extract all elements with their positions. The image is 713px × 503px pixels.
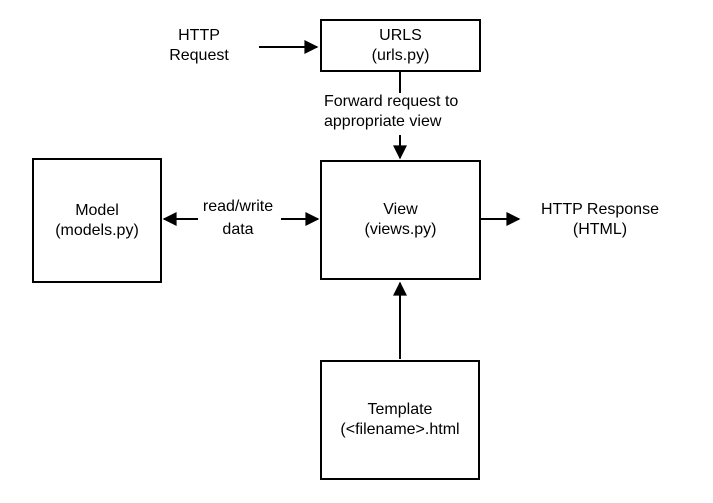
read-write-label: read/write data <box>193 195 283 241</box>
node-urls: URLS (urls.py) <box>320 19 481 72</box>
forward-request-line1: Forward request to <box>324 93 459 110</box>
node-model: Model (models.py) <box>32 158 162 283</box>
http-request-line2: Request <box>169 47 229 64</box>
read-write-line1: read/write <box>202 198 274 215</box>
read-write-line2: data <box>222 221 254 238</box>
node-template-subtitle: (<filename>.html <box>340 421 460 438</box>
http-request-label: HTTP Request <box>149 26 249 66</box>
node-template-title: Template <box>367 401 433 418</box>
node-urls-subtitle: (urls.py) <box>371 46 430 64</box>
node-view-title: View <box>383 201 418 218</box>
node-view-subtitle: (views.py) <box>364 221 437 238</box>
forward-request-line2: appropriate view <box>324 113 442 130</box>
http-response-label: HTTP Response (HTML) <box>520 200 680 240</box>
node-template: Template (<filename>.html <box>320 360 480 480</box>
http-request-line1: HTTP <box>178 27 220 44</box>
forward-request-label: Forward request to appropriate view <box>324 92 458 132</box>
http-response-line1: HTTP Response <box>541 201 659 218</box>
node-model-title: Model <box>75 201 119 219</box>
node-urls-title: URLS <box>379 26 422 44</box>
node-view: View (views.py) <box>320 160 481 280</box>
node-model-subtitle: (models.py) <box>55 221 139 239</box>
http-response-line2: (HTML) <box>572 221 628 238</box>
